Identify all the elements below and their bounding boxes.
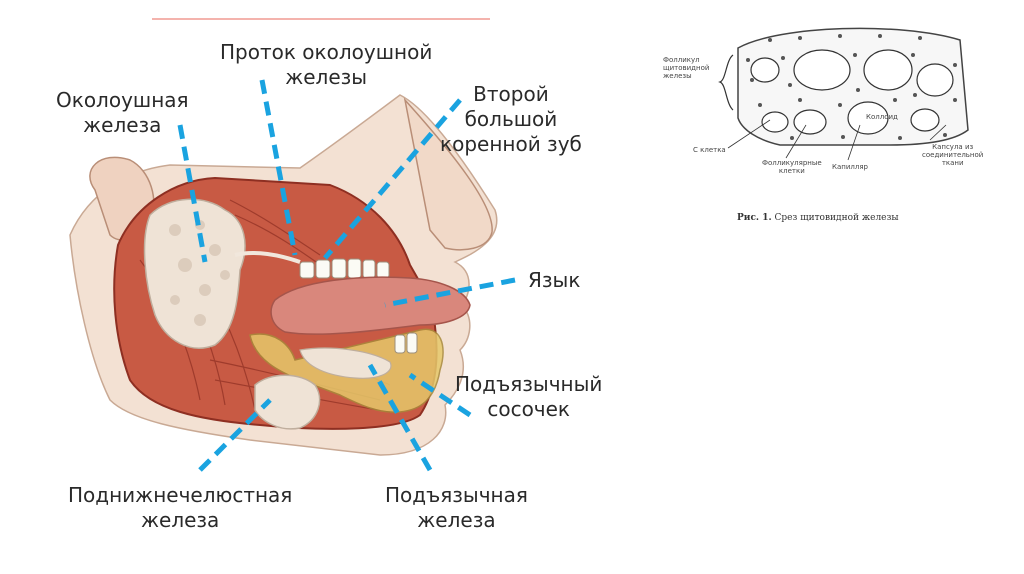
histo-label-capillary: Капилляр	[832, 163, 868, 171]
caption-number: Рис. 1.	[737, 213, 772, 223]
follicle-bracket	[720, 55, 733, 110]
figure-caption: Рис. 1. Срез щитовидной железы	[737, 213, 899, 223]
histo-label-capsule: Капсула из соединительной ткани	[922, 143, 983, 167]
caption-text: Срез щитовидной железы	[772, 213, 899, 223]
histo-label-c-cell: С клетка	[693, 146, 726, 154]
histo-label-follicular-cells: Фолликулярные клетки	[762, 159, 822, 175]
histo-label-follicle: Фолликул щитовидной железы	[663, 56, 709, 80]
histo-label-colloid: Коллоид	[866, 113, 898, 121]
